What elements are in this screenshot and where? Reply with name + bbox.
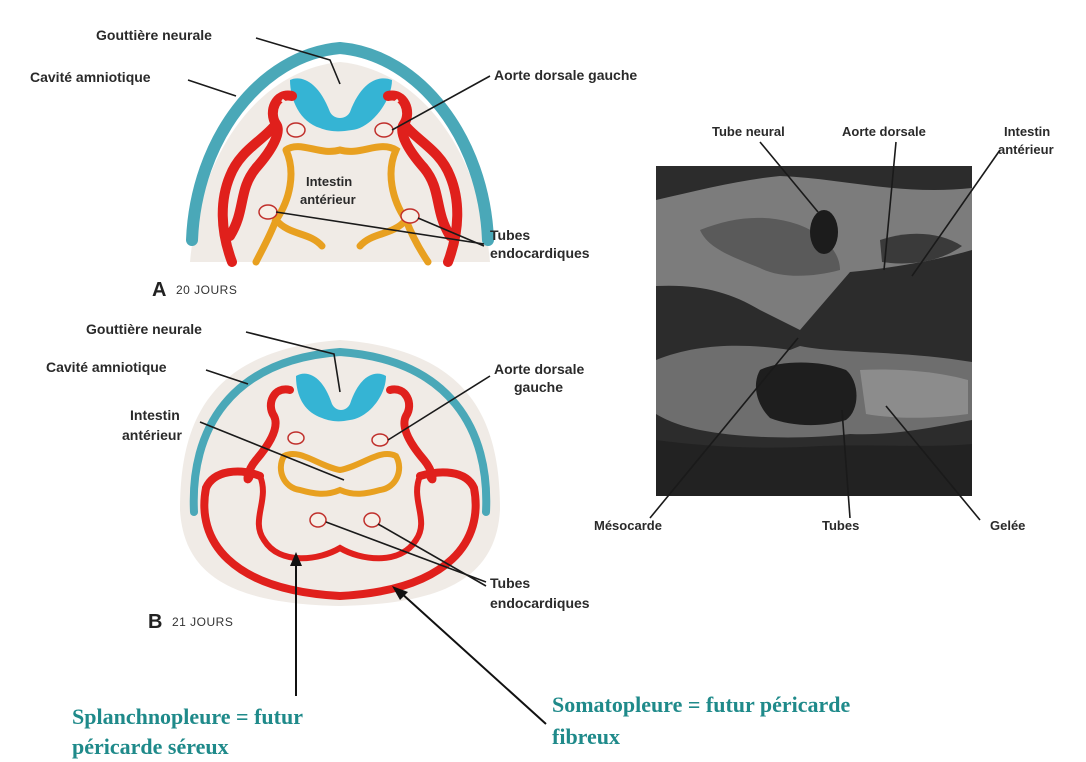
diagram-b: Gouttière neurale Cavité amniotique Aort…	[46, 321, 590, 633]
panel-b-letter: B	[148, 611, 162, 633]
label-b-tubes-1: Tubes	[490, 575, 530, 591]
diagram-b-aorta-circle-right	[372, 434, 388, 446]
label-a-tubes-1: Tubes	[490, 227, 530, 243]
label-b-aorte-1: Aorte dorsale	[494, 361, 584, 377]
label-b-tubes-2: endocardiques	[490, 595, 590, 611]
label-a-tubes-2: endocardiques	[490, 245, 590, 261]
diagram-a-aorta-circle-right	[375, 123, 393, 137]
label-a-intestin-1: Intestin	[306, 174, 352, 189]
arrow-somatopleure	[400, 592, 546, 724]
label-b-cavite: Cavité amniotique	[46, 359, 167, 375]
label-photo-gelee: Gelée	[990, 518, 1025, 533]
label-b-intestin-2: antérieur	[122, 427, 182, 443]
photo-tube-neural-lumen	[810, 210, 838, 254]
histology-photo: Tube neural Aorte dorsale Intestin antér…	[594, 124, 1054, 533]
label-photo-intestin-1: Intestin	[1004, 124, 1050, 139]
label-photo-intestin-2: antérieur	[998, 142, 1054, 157]
label-photo-tube-neural: Tube neural	[712, 124, 785, 139]
footer-annotations: Splanchnopleure = futur péricarde séreux…	[72, 552, 851, 759]
label-photo-tubes: Tubes	[822, 518, 859, 533]
label-a-cavite: Cavité amniotique	[30, 69, 151, 85]
label-b-gouttiere: Gouttière neurale	[86, 321, 202, 337]
label-a-gouttiere: Gouttière neurale	[96, 27, 212, 43]
footer-somato-line1: Somatopleure = futur péricarde	[552, 692, 851, 717]
diagram-b-aorta-circle-left	[288, 432, 304, 444]
label-a-aorte: Aorte dorsale gauche	[494, 67, 637, 83]
panel-a-days: 20 JOURS	[176, 283, 237, 297]
label-photo-mesocarde: Mésocarde	[594, 518, 662, 533]
diagram-b-tube-right	[364, 513, 380, 527]
diagram-a-aorta-circle-left	[287, 123, 305, 137]
footer-somato-line2: fibreux	[552, 724, 620, 749]
footer-splanch-line1: Splanchnopleure = futur	[72, 704, 303, 729]
panel-a-letter: A	[152, 279, 166, 301]
diagram-a: Gouttière neurale Cavité amniotique Aort…	[30, 27, 637, 301]
label-b-intestin-1: Intestin	[130, 407, 180, 423]
footer-splanch-line2: péricarde séreux	[72, 734, 229, 759]
leader-a-cavite	[188, 80, 236, 96]
panel-b-days: 21 JOURS	[172, 615, 233, 629]
label-b-aorte-2: gauche	[514, 379, 563, 395]
label-photo-aorte-dorsale: Aorte dorsale	[842, 124, 926, 139]
diagram-b-tube-left	[310, 513, 326, 527]
label-a-intestin-2: antérieur	[300, 192, 356, 207]
diagram-a-tube-left	[259, 205, 277, 219]
diagram-a-tube-right	[401, 209, 419, 223]
